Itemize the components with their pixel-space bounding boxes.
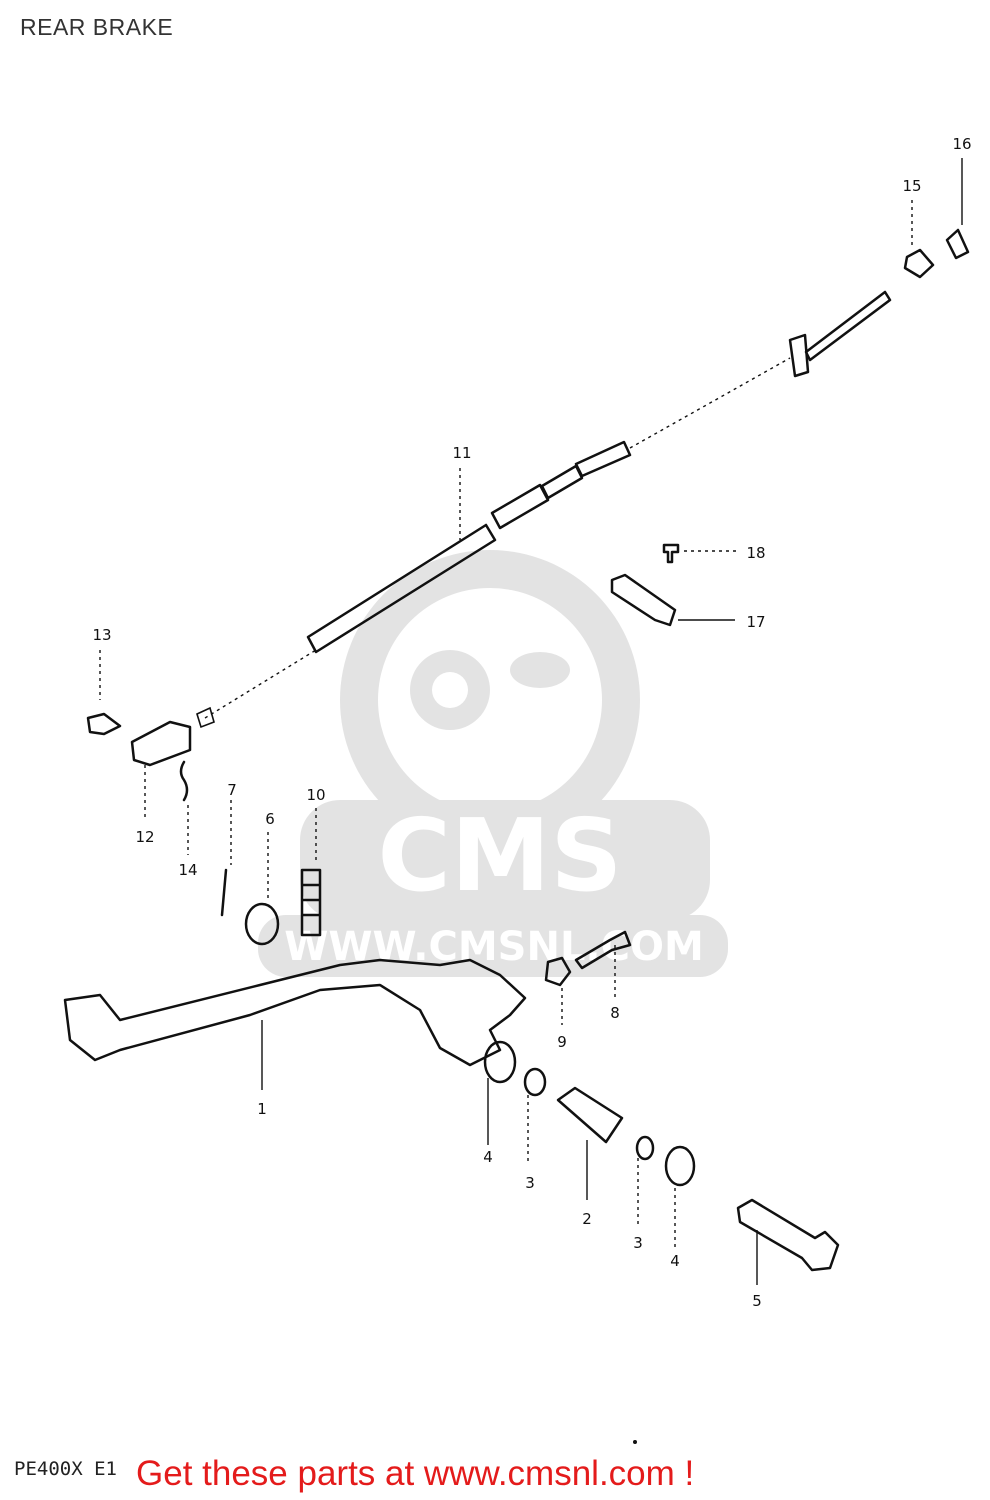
part-label-5: 5: [752, 1292, 762, 1310]
part-label-7: 7: [227, 781, 237, 799]
part-label-9: 9: [557, 1033, 567, 1051]
part-label-4a: 4: [483, 1148, 493, 1166]
part-label-11: 11: [452, 444, 471, 462]
part-label-12: 12: [135, 828, 154, 846]
cotter-pin: [179, 760, 189, 802]
part-label-16: 16: [952, 135, 971, 153]
washer-4b: [664, 1145, 696, 1187]
cable-end-15: [903, 248, 935, 279]
part-label-6: 6: [265, 810, 275, 828]
bolt-18: [662, 543, 680, 564]
part-label-1: 1: [257, 1100, 267, 1118]
clip-3a: [523, 1067, 547, 1097]
part-label-3a: 3: [525, 1174, 535, 1192]
clevis: [130, 720, 192, 767]
stray-dot: [633, 1440, 637, 1444]
parts-link[interactable]: Get these parts at www.cmsnl.com !: [136, 1454, 695, 1493]
bushing: [556, 1086, 624, 1144]
part-label-14: 14: [178, 861, 197, 879]
brake-pedal: [63, 958, 527, 1067]
bracket-17: [610, 573, 677, 627]
leader-lines: [99, 158, 963, 1285]
model-code: PE400X E1: [14, 1458, 117, 1480]
part-label-4b: 4: [670, 1252, 680, 1270]
screw: [220, 868, 228, 917]
part-label-13: 13: [92, 626, 111, 644]
part-label-8: 8: [610, 1004, 620, 1022]
part-label-2: 2: [582, 1210, 592, 1228]
watermark-logo: CMS WWW.CMSNL.COM: [258, 550, 728, 977]
part-label-18: 18: [746, 544, 765, 562]
part-label-17: 17: [746, 613, 765, 631]
part-label-10: 10: [306, 786, 325, 804]
watermark-brand: CMS: [378, 797, 623, 914]
brake-cable: [196, 290, 892, 729]
pivot-bolt: [736, 1198, 840, 1272]
clip-3b: [635, 1135, 655, 1161]
spring: [300, 868, 322, 937]
part-label-15: 15: [902, 177, 921, 195]
washer-6: [244, 902, 280, 946]
part-label-3b: 3: [633, 1234, 643, 1252]
page-title: REAR BRAKE: [20, 14, 174, 40]
bolt-8: [574, 930, 632, 970]
washer-4a: [483, 1040, 517, 1084]
part-labels: 1 2 3 3 4 4 5 6 7 8 9 10 11 12 13 14 15 …: [92, 135, 971, 1310]
nut-9: [544, 956, 572, 987]
clevis-pin: [86, 712, 122, 736]
adjuster-16: [945, 228, 970, 260]
